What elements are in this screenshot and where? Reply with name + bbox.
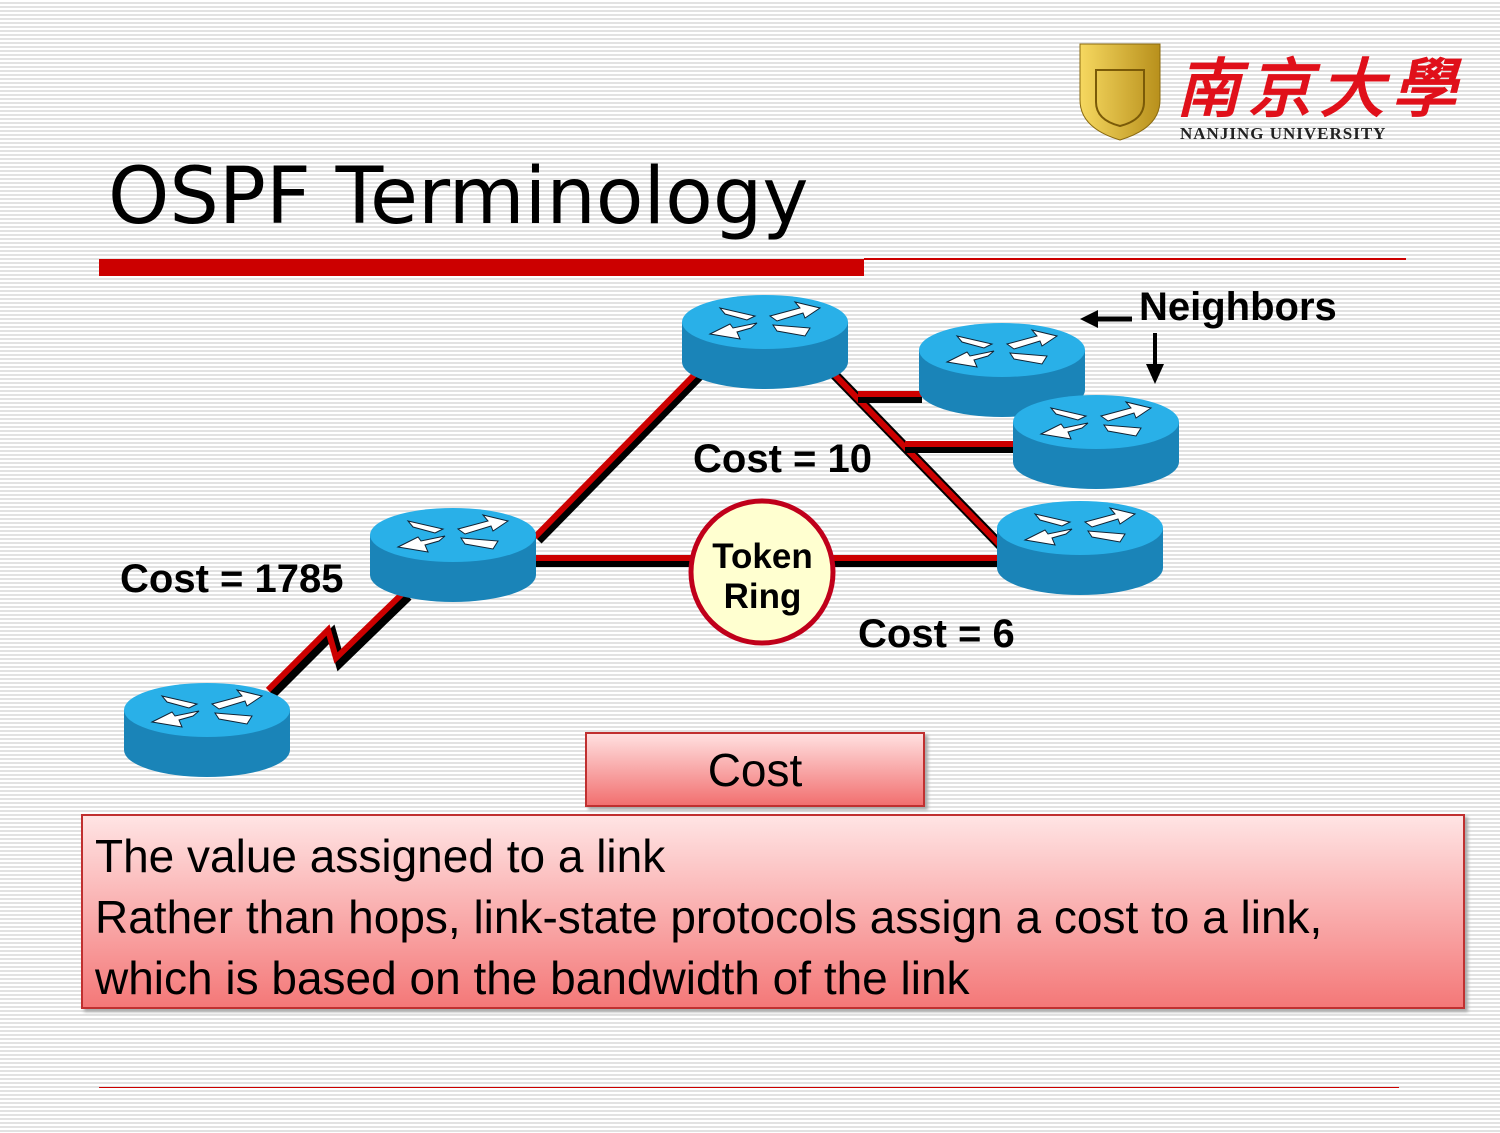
link-r1-r5 — [905, 441, 1014, 453]
router-core-icon — [682, 295, 848, 389]
serial-link-r3-r2 — [265, 589, 412, 698]
link-r2-r1 — [532, 366, 707, 544]
title-rule — [864, 258, 1406, 260]
token-ring-label: Token Ring — [690, 537, 835, 617]
token-ring — [688, 498, 836, 646]
router-right-icon — [997, 501, 1163, 595]
token-ring-label-line1: Token — [712, 537, 813, 576]
cost-label-6: Cost = 6 — [858, 612, 1015, 656]
cost-label-10: Cost = 10 — [693, 437, 872, 481]
definition-box: The value assigned to a link Rather than… — [81, 814, 1465, 1009]
term-box: Cost — [585, 732, 925, 807]
link-r1-r4 — [858, 391, 922, 403]
neighbors-label: Neighbors — [1139, 285, 1337, 329]
footer-rule — [99, 1087, 1399, 1088]
logo-chinese-text: 南京大學 — [1176, 52, 1464, 127]
router-edge-icon — [124, 683, 290, 777]
router-neighbor-1-icon — [919, 323, 1085, 417]
link-r2-token — [535, 555, 692, 567]
definition-line: which is based on the bandwidth of the l… — [95, 952, 970, 1004]
neighbors-arrows — [1080, 310, 1164, 384]
logo-english-text: NANJING UNIVERSITY — [1180, 124, 1387, 143]
router-neighbor-2-icon — [1013, 395, 1179, 489]
university-logo — [1076, 40, 1166, 150]
cost-label-1785: Cost = 1785 — [120, 557, 344, 601]
crest-icon — [1079, 43, 1161, 141]
token-ring-label-line2: Ring — [723, 577, 802, 616]
router-left-icon — [370, 508, 536, 602]
definition-line: Rather than hops, link-state protocols a… — [95, 891, 1323, 943]
slide-title: OSPF Terminology — [108, 152, 809, 242]
definition-line: The value assigned to a link — [95, 830, 666, 882]
link-token-r6 — [832, 555, 1000, 567]
title-underline — [99, 259, 864, 276]
